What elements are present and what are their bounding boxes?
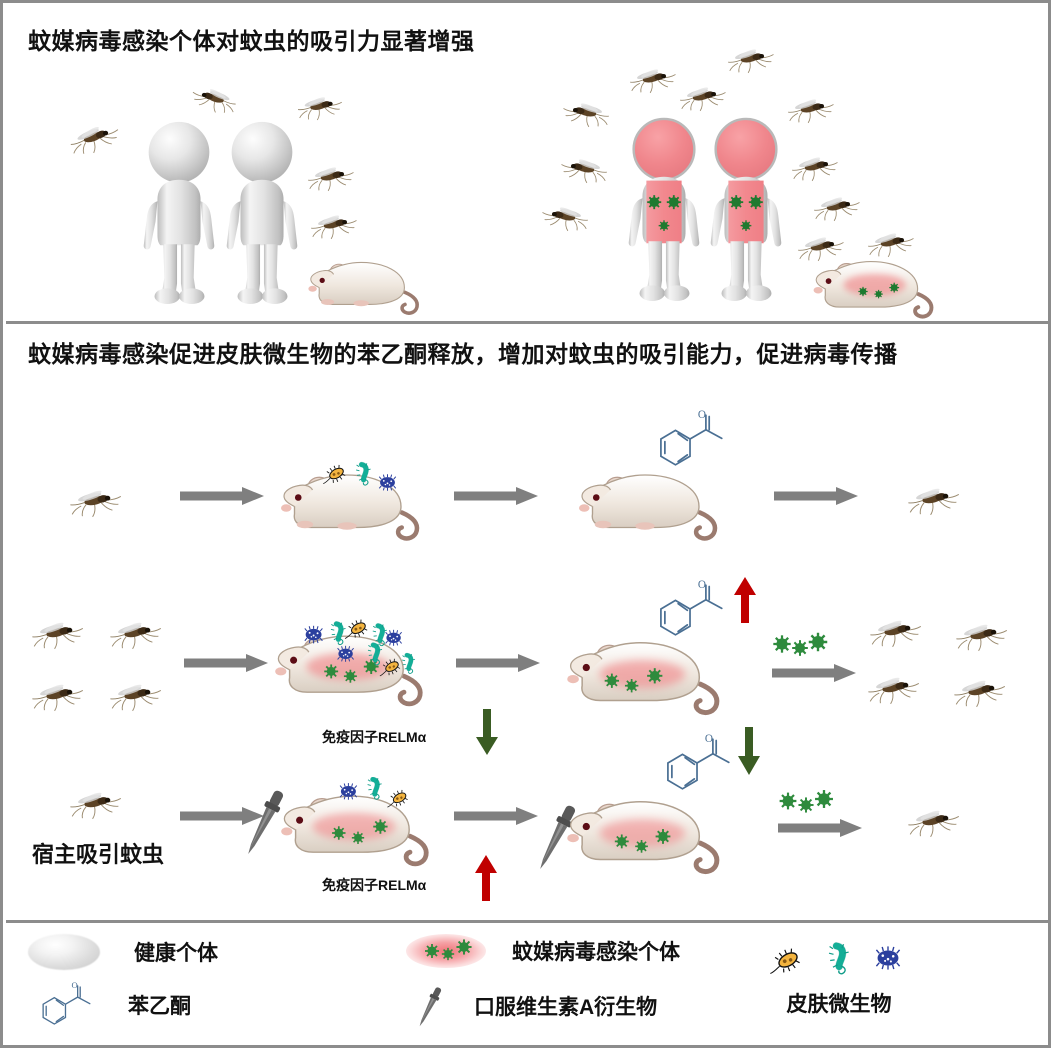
infected-blob-icon bbox=[406, 934, 486, 968]
acetophenone-icon: O bbox=[656, 729, 742, 799]
flow-arrow bbox=[454, 485, 540, 507]
panel-middle: 蚊媒病毒感染促进皮肤微生物的苯乙酮释放，增加对蚊虫的吸引能力，促进病毒传播 bbox=[6, 327, 1048, 923]
panel-top-title: 蚊媒病毒感染个体对蚊虫的吸引力显著增强 bbox=[28, 28, 475, 54]
svg-text:O: O bbox=[698, 409, 706, 421]
legend-label: 健康个体 bbox=[134, 942, 218, 965]
legend-label: 皮肤微生物 bbox=[786, 993, 892, 1016]
flow-arrow bbox=[184, 652, 270, 674]
acetophenone-icon: O bbox=[649, 405, 735, 475]
acetophenone-icon: O bbox=[34, 980, 100, 1030]
mouse-infected bbox=[811, 246, 941, 324]
panel-top: 蚊媒病毒感染个体对蚊虫的吸引力显著增强 bbox=[6, 6, 1048, 324]
flow-arrow bbox=[778, 817, 864, 839]
mosquito-icon bbox=[184, 81, 239, 118]
acetophenone-icon: O bbox=[649, 575, 735, 645]
relm-label-treated: 免疫因子RELMα bbox=[322, 877, 427, 893]
legend-item-infected: 蚊媒病毒感染个体 bbox=[406, 934, 680, 968]
acetophenone-down-arrow bbox=[736, 727, 762, 775]
mosquito-icon bbox=[30, 617, 90, 653]
legend-item-acetophenone: O 苯乙酮 bbox=[34, 980, 191, 1030]
flow-arrow bbox=[454, 805, 540, 827]
bacteria-icon bbox=[764, 936, 914, 982]
flow-arrow bbox=[180, 485, 266, 507]
mosquito-icon bbox=[954, 619, 1014, 655]
acetophenone-up-arrow bbox=[732, 577, 758, 623]
virus-particle bbox=[647, 195, 681, 231]
human-figure-infected bbox=[616, 116, 712, 302]
mosquito-icon bbox=[108, 617, 168, 653]
human-figure-healthy bbox=[214, 119, 310, 305]
svg-text:O: O bbox=[705, 733, 713, 745]
legend-label: 蚊媒病毒感染个体 bbox=[512, 941, 680, 964]
host-attract-label: 宿主吸引蚊虫 bbox=[32, 842, 165, 867]
mosquito-icon bbox=[557, 98, 611, 131]
svg-text:O: O bbox=[698, 579, 706, 591]
virus-particles-out bbox=[772, 632, 830, 658]
mosquito-icon bbox=[868, 615, 928, 651]
mosquito-icon bbox=[68, 787, 128, 823]
legend-item-healthy: 健康个体 bbox=[28, 934, 218, 970]
mouse-treated bbox=[278, 777, 438, 873]
mosquito-icon bbox=[906, 805, 966, 841]
mosquito-icon bbox=[790, 152, 844, 185]
healthy-blob-icon bbox=[28, 934, 100, 970]
svg-text:O: O bbox=[71, 980, 77, 990]
mosquito-icon bbox=[68, 485, 128, 521]
virus-particle bbox=[729, 195, 763, 231]
panel-legend: 健康个体 O 苯乙酮 蚊媒病毒感染个体 口服维生素A衍生物 bbox=[6, 926, 1048, 1045]
mouse-healthy bbox=[576, 457, 726, 547]
flow-arrow bbox=[772, 662, 858, 684]
mouse-healthy bbox=[306, 248, 426, 320]
mosquito-icon bbox=[108, 679, 168, 715]
legend-item-dropper: 口服维生素A衍生物 bbox=[410, 982, 657, 1030]
mouse-infected bbox=[564, 623, 729, 722]
mosquito-icon bbox=[678, 82, 732, 115]
mosquito-icon bbox=[66, 118, 128, 160]
mosquito-icon bbox=[628, 64, 682, 97]
human-figure-infected bbox=[698, 116, 794, 302]
mosquito-icon bbox=[309, 210, 363, 243]
mosquito-icon bbox=[726, 44, 780, 77]
mouse-healthy-colonized bbox=[278, 457, 428, 547]
relm-up-arrow bbox=[473, 855, 499, 901]
mosquito-icon bbox=[952, 675, 1012, 711]
mosquito-icon bbox=[812, 192, 866, 225]
dropper-icon bbox=[401, 976, 458, 1037]
virus-particles-out bbox=[778, 789, 836, 815]
relm-label-infected: 免疫因子RELMα bbox=[322, 729, 427, 745]
mosquito-icon bbox=[536, 202, 590, 235]
mosquito-icon bbox=[30, 679, 90, 715]
mosquito-icon bbox=[555, 154, 609, 187]
mosquito-icon bbox=[786, 94, 840, 127]
panel-middle-title: 蚊媒病毒感染促进皮肤微生物的苯乙酮释放，增加对蚊虫的吸引能力，促进病毒传播 bbox=[28, 341, 898, 367]
mouse-treated-outcome bbox=[564, 782, 729, 881]
flow-arrow bbox=[456, 652, 542, 674]
mosquito-icon bbox=[306, 162, 360, 195]
mosquito-icon bbox=[906, 483, 966, 519]
flow-arrow bbox=[774, 485, 860, 507]
mosquito-icon bbox=[866, 672, 926, 708]
legend-label: 口服维生素A衍生物 bbox=[474, 996, 658, 1019]
legend-item-microbiota: 皮肤微生物 bbox=[764, 936, 914, 1018]
relm-down-arrow bbox=[474, 709, 500, 755]
human-figure-healthy bbox=[131, 119, 227, 305]
legend-label: 苯乙酮 bbox=[128, 995, 191, 1018]
mouse-infected-colonized bbox=[272, 617, 432, 713]
